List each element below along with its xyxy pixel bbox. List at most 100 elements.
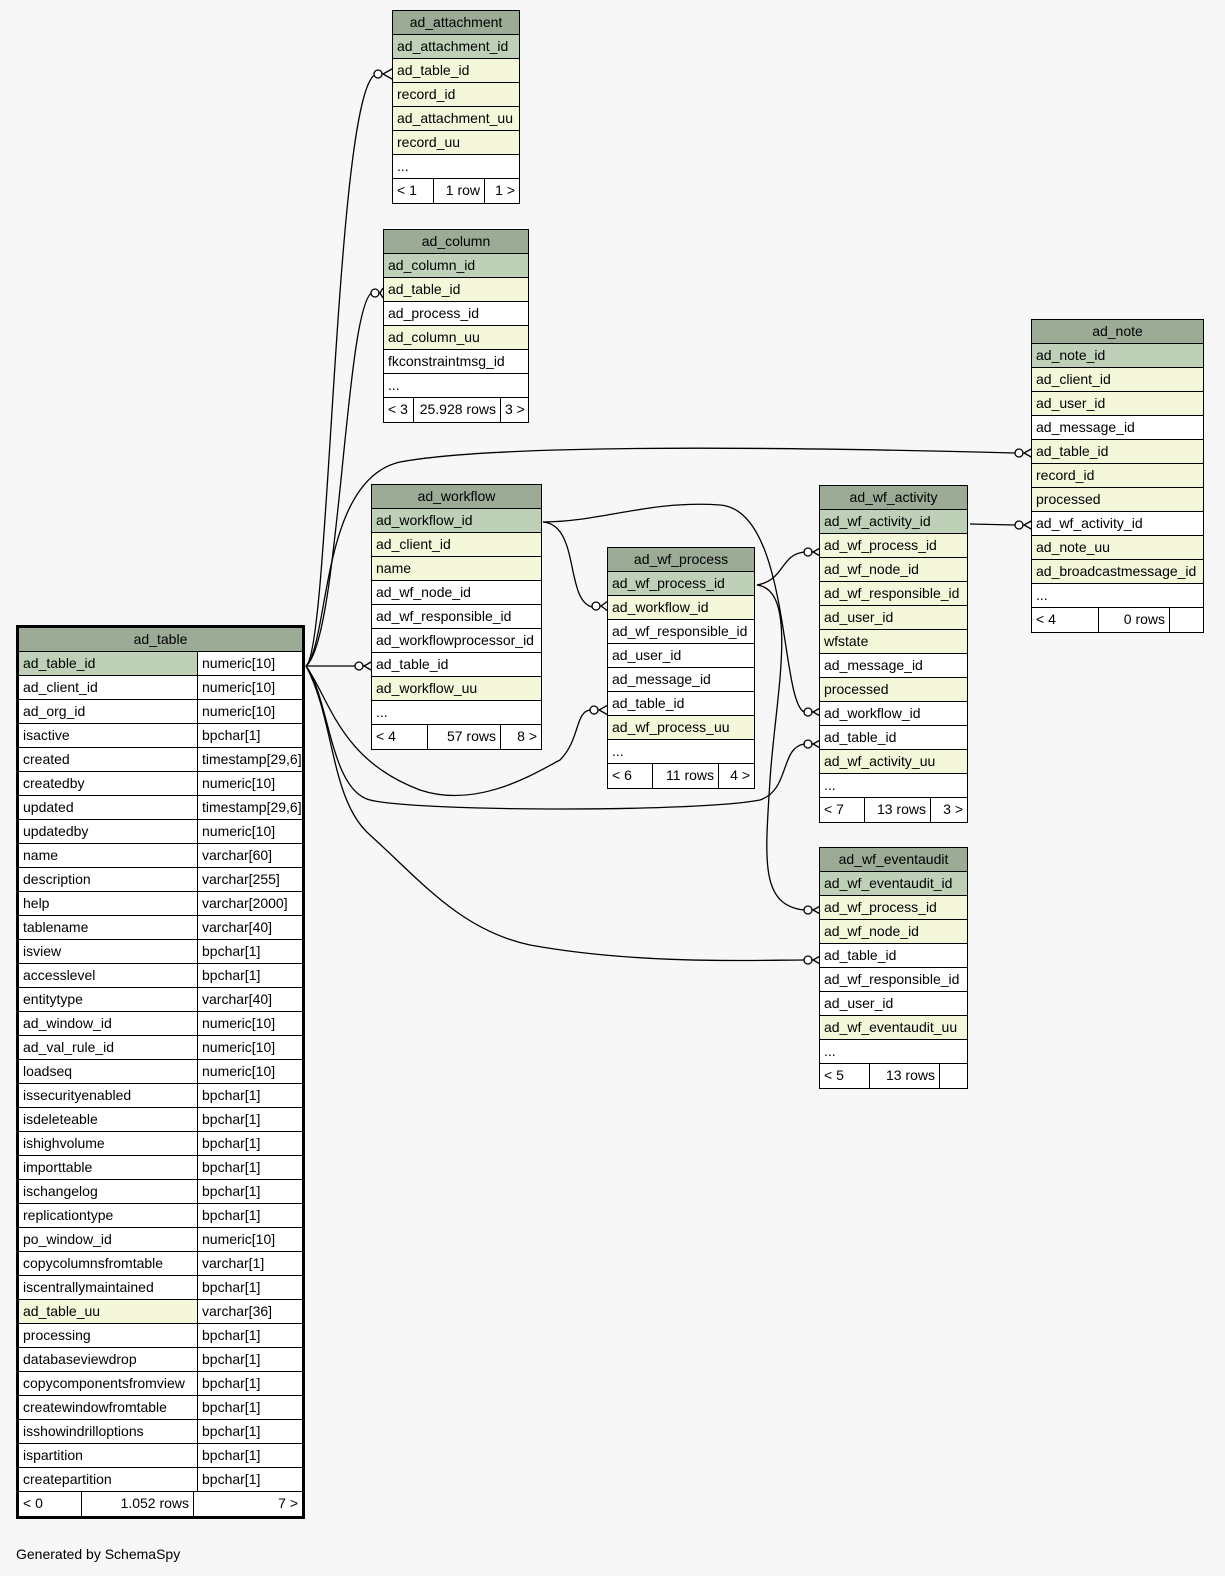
column-row[interactable]: ... bbox=[608, 740, 754, 764]
column-row[interactable]: ad_wf_eventaudit_id bbox=[820, 872, 967, 896]
parents-count[interactable]: < 4 bbox=[376, 728, 396, 744]
column-row[interactable]: ... bbox=[384, 374, 528, 398]
children-count[interactable] bbox=[939, 1064, 967, 1088]
parents-count[interactable]: < 1 bbox=[397, 182, 417, 198]
column-row[interactable]: ad_wf_activity_id bbox=[1032, 512, 1203, 536]
column-row[interactable]: ad_wf_node_id bbox=[820, 558, 967, 582]
column-row[interactable]: ad_workflow_id bbox=[820, 702, 967, 726]
column-row[interactable]: ad_table_id bbox=[608, 692, 754, 716]
column-row[interactable]: ad_broadcastmessage_id bbox=[1032, 560, 1203, 584]
children-count[interactable] bbox=[1169, 608, 1203, 632]
column-row[interactable]: ad_note_id bbox=[1032, 344, 1203, 368]
column-row[interactable]: ad_table_id bbox=[1032, 440, 1203, 464]
column-row[interactable]: ad_client_id bbox=[372, 533, 541, 557]
table-ad_note[interactable]: ad_note ad_note_id ad_client_id ad_user_… bbox=[1031, 319, 1204, 633]
table-ad_attachment[interactable]: ad_attachment ad_attachment_id ad_table_… bbox=[392, 10, 520, 204]
children-count[interactable]: 7 > bbox=[193, 1492, 302, 1516]
column-row[interactable]: wfstate bbox=[820, 630, 967, 654]
column-row[interactable]: ad_message_id bbox=[608, 668, 754, 692]
parents-count[interactable]: < 4 bbox=[1036, 611, 1056, 627]
column-row[interactable]: ad_message_id bbox=[820, 654, 967, 678]
column-row[interactable]: ad_user_id bbox=[608, 644, 754, 668]
table-title[interactable]: ad_column bbox=[384, 230, 528, 254]
children-count[interactable]: 1 > bbox=[484, 179, 519, 203]
parents-count[interactable]: < 6 bbox=[612, 767, 632, 783]
column-row[interactable]: ad_workflow_id bbox=[608, 596, 754, 620]
parents-count[interactable]: < 3 bbox=[388, 401, 408, 417]
column-row[interactable]: ad_wf_activity_uu bbox=[820, 750, 967, 774]
column-row[interactable]: ad_client_id bbox=[1032, 368, 1203, 392]
column-row[interactable]: ad_wf_responsible_id bbox=[608, 620, 754, 644]
column-row[interactable]: record_id bbox=[393, 83, 519, 107]
table-ad_column[interactable]: ad_column ad_column_id ad_table_id ad_pr… bbox=[383, 229, 529, 423]
column-row[interactable]: ad_wf_node_id bbox=[372, 581, 541, 605]
column-row[interactable]: ad_workflowprocessor_id bbox=[372, 629, 541, 653]
column-row[interactable]: ad_user_id bbox=[820, 992, 967, 1016]
parents-count[interactable]: < 0 bbox=[23, 1495, 43, 1511]
column-row[interactable]: ad_wf_process_id bbox=[820, 896, 967, 920]
table-ad_wf_activity[interactable]: ad_wf_activity ad_wf_activity_id ad_wf_p… bbox=[819, 485, 968, 823]
column-row[interactable]: ad_column_id bbox=[384, 254, 528, 278]
column-row[interactable]: ad_message_id bbox=[1032, 416, 1203, 440]
column-row[interactable]: record_id bbox=[1032, 464, 1203, 488]
column-row[interactable]: ... bbox=[393, 155, 519, 179]
column-row[interactable]: ad_user_id bbox=[820, 606, 967, 630]
parents-count[interactable]: < 7 bbox=[824, 801, 844, 817]
column-row[interactable]: ... bbox=[820, 774, 967, 798]
column-row[interactable]: ad_attachment_id bbox=[393, 35, 519, 59]
column-row[interactable]: ad_wf_activity_id bbox=[820, 510, 967, 534]
column-row[interactable]: ad_attachment_uu bbox=[393, 107, 519, 131]
column-row[interactable]: ad_table_id bbox=[820, 726, 967, 750]
table-title[interactable]: ad_wf_activity bbox=[820, 486, 967, 510]
children-count[interactable]: 4 > bbox=[718, 764, 754, 788]
children-count[interactable]: 3 > bbox=[930, 798, 967, 822]
column-row[interactable]: ad_user_id bbox=[1032, 392, 1203, 416]
table-title[interactable]: ad_wf_eventaudit bbox=[820, 848, 967, 872]
column-row[interactable]: ... bbox=[820, 1040, 967, 1064]
column-row[interactable]: ad_wf_process_uu bbox=[608, 716, 754, 740]
table-title[interactable]: ad_wf_process bbox=[608, 548, 754, 572]
column-row[interactable]: ad_note_uu bbox=[1032, 536, 1203, 560]
table-title[interactable]: ad_note bbox=[1032, 320, 1203, 344]
table-ad_wf_process[interactable]: ad_wf_process ad_wf_process_id ad_workfl… bbox=[607, 547, 755, 789]
column-row[interactable]: name bbox=[372, 557, 541, 581]
column-row[interactable]: ... bbox=[1032, 584, 1203, 608]
column-row[interactable]: ad_process_id bbox=[384, 302, 528, 326]
column-row[interactable]: record_uu bbox=[393, 131, 519, 155]
table-title[interactable]: ad_table bbox=[19, 628, 302, 652]
table-ad_workflow[interactable]: ad_workflow ad_workflow_id ad_client_id … bbox=[371, 484, 542, 750]
column-row[interactable]: ad_table_id bbox=[384, 278, 528, 302]
table-title[interactable]: ad_workflow bbox=[372, 485, 541, 509]
column-row[interactable]: ad_workflow_id bbox=[372, 509, 541, 533]
column-row[interactable]: ad_wf_eventaudit_uu bbox=[820, 1016, 967, 1040]
column-row[interactable]: ad_wf_responsible_id bbox=[820, 968, 967, 992]
table-title[interactable]: ad_attachment bbox=[393, 11, 519, 35]
column-row[interactable]: processed bbox=[1032, 488, 1203, 512]
column-row[interactable]: fkconstraintmsg_id bbox=[384, 350, 528, 374]
column-row[interactable]: ad_wf_node_id bbox=[820, 920, 967, 944]
